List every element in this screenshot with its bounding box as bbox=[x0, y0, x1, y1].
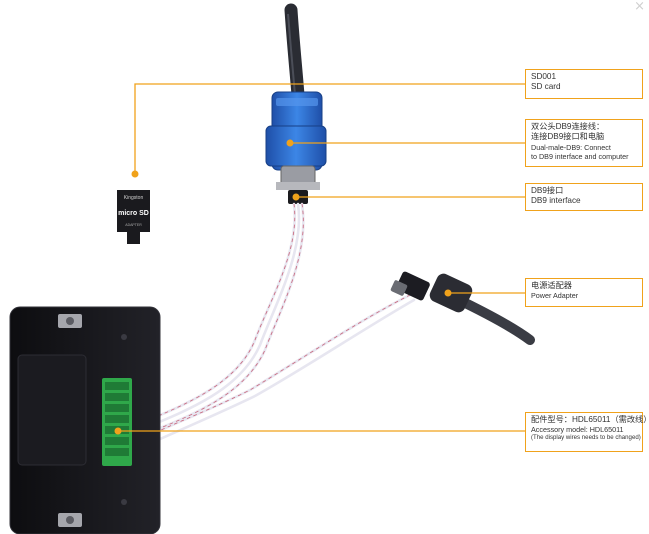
db9-cable-highlight bbox=[287, 13, 296, 96]
db9-connector bbox=[265, 91, 327, 204]
close-icon[interactable]: × bbox=[634, 0, 645, 14]
callout-power-adapter: 电源适配器 Power Adapter bbox=[525, 278, 643, 307]
callout-lines bbox=[118, 83, 525, 432]
callout-sd-card: SD001 SD card bbox=[525, 69, 643, 99]
sd-card-logo: micro SD bbox=[118, 210, 149, 217]
callout-power-adapter-line2: Power Adapter bbox=[531, 291, 579, 301]
display-panel bbox=[9, 306, 161, 534]
callout-sd-line1: SD001 bbox=[531, 72, 557, 81]
sd-card: Kingston micro SD ADAPTER bbox=[117, 190, 150, 244]
power-adapter bbox=[390, 271, 535, 345]
callout-db9-interface-line1: DB9接口 bbox=[531, 186, 564, 195]
callout-db9-cable-line2: 连接DB9接口和电脑 bbox=[531, 132, 605, 142]
callout-db9-cable-line4: to DB9 interface and computer bbox=[531, 151, 629, 161]
callout-accessory-line2: Accessory model: HDL65011 bbox=[531, 425, 624, 435]
callout-db9-interface: DB9接口 DB9 interface bbox=[525, 183, 643, 211]
callout-db9-interface-line2: DB9 interface bbox=[531, 196, 581, 206]
db9-cable bbox=[284, 3, 305, 102]
callout-db9-cable: 双公头DB9连接线： 连接DB9接口和电脑 Dual-male-DB9: Con… bbox=[525, 119, 643, 167]
callout-power-adapter-line1: 电源适配器 bbox=[531, 281, 572, 290]
callout-accessory-line3: (The display wires needs to be changed) bbox=[531, 434, 641, 442]
callout-db9-cable-line1: 双公头DB9连接线： bbox=[531, 122, 605, 131]
sd-card-brand: Kingston bbox=[124, 195, 144, 201]
callout-dots bbox=[114, 139, 452, 435]
callout-accessory-line1: 配件型号：HDL65011（需改线） bbox=[531, 415, 649, 424]
callout-db9-cable-line3: Dual-male-DB9: Connect bbox=[531, 142, 611, 152]
callout-sd-line2: SD card bbox=[531, 82, 561, 92]
callout-accessory-model: 配件型号：HDL65011（需改线） Accessory model: HDL6… bbox=[525, 412, 649, 452]
sd-card-small: ADAPTER bbox=[125, 223, 142, 227]
